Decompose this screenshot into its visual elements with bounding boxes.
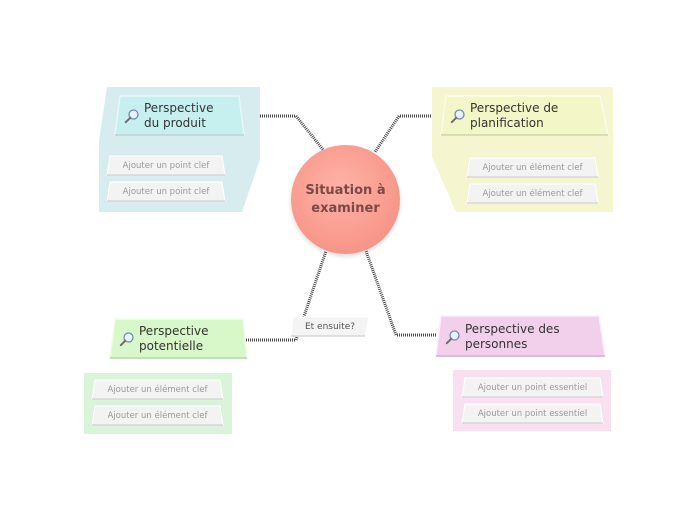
topic-potentielle-label: Perspective potentielle [139, 324, 209, 353]
item-potentielle-2[interactable]: Ajouter un élément clef [91, 405, 224, 426]
item-personnes-1-label: Ajouter un point essentiel [477, 382, 588, 393]
topic-potentielle[interactable]: Perspective potentielle [109, 318, 251, 360]
chip-shape [106, 181, 226, 202]
item-planification-1-label: Ajouter un élément clef [482, 162, 583, 173]
connector-produit [244, 114, 327, 153]
item-potentielle-2-label: Ajouter un élément clef [107, 410, 208, 421]
floating-topic-shape [290, 316, 370, 337]
item-personnes-2[interactable]: Ajouter un point essentiel [461, 403, 604, 424]
magnifier-icon [119, 331, 135, 347]
item-produit-1-label: Ajouter un point clef [122, 160, 210, 171]
item-personnes-1[interactable]: Ajouter un point essentiel [461, 377, 604, 398]
magnifier-icon [445, 329, 461, 345]
item-potentielle-1-label: Ajouter un élément clef [107, 384, 208, 395]
item-planification-1[interactable]: Ajouter un élément clef [466, 157, 599, 178]
connector-personnes [364, 250, 436, 337]
item-produit-2[interactable]: Ajouter un point clef [106, 181, 226, 202]
topic-produit-shape [114, 95, 245, 136]
topic-potentielle-shape [109, 318, 248, 359]
topic-personnes-shape [435, 315, 606, 357]
chip-shape [466, 183, 599, 204]
central-topic-label: Situation à examiner [305, 182, 386, 216]
item-produit-2-label: Ajouter un point clef [122, 186, 210, 197]
topic-planification[interactable]: Perspective de planification [440, 95, 614, 137]
floating-topic[interactable]: Et ensuite? [290, 316, 370, 337]
topic-produit[interactable]: Perspective du produit [114, 95, 245, 137]
chip-shape [106, 155, 226, 176]
central-topic[interactable]: Situation à examiner [291, 145, 400, 254]
topic-planification-label: Perspective de planification [470, 101, 559, 130]
magnifier-icon [124, 108, 140, 124]
item-planification-2-label: Ajouter un élément clef [482, 188, 583, 199]
topic-personnes-label: Perspective des personnes [465, 321, 560, 351]
topic-planification-shape [440, 95, 609, 136]
item-personnes-2-label: Ajouter un point essentiel [477, 408, 588, 419]
chip-shape [466, 157, 599, 178]
chip-shape [461, 377, 604, 398]
chip-shape [91, 405, 224, 426]
chip-shape [461, 403, 604, 424]
connector-potentielle [242, 250, 328, 342]
topic-personnes[interactable]: Perspective des personnes [435, 315, 606, 358]
floating-topic-label: Et ensuite? [304, 321, 356, 332]
item-produit-1[interactable]: Ajouter un point clef [106, 155, 226, 176]
item-planification-2[interactable]: Ajouter un élément clef [466, 183, 599, 204]
connector-planification [373, 114, 441, 153]
magnifier-icon [450, 108, 466, 124]
topic-produit-label: Perspective du produit [144, 101, 214, 130]
item-potentielle-1[interactable]: Ajouter un élément clef [91, 379, 224, 400]
chip-shape [91, 379, 224, 400]
